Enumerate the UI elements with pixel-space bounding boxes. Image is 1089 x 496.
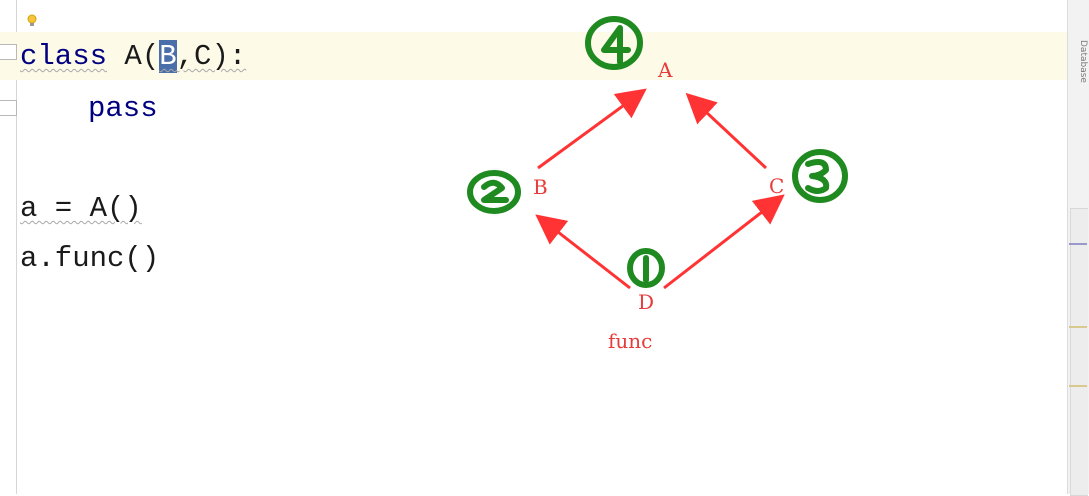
selected-text: B xyxy=(159,40,177,73)
current-line-highlight xyxy=(0,32,1067,80)
scrollbar-marker xyxy=(1069,243,1087,245)
database-tab[interactable]: Database xyxy=(1078,40,1088,83)
code-line-2[interactable]: pass xyxy=(88,92,158,126)
scrollbar-marker xyxy=(1069,326,1087,328)
code-line-4[interactable]: a = A() xyxy=(20,192,142,225)
fold-marker-icon[interactable] xyxy=(0,100,17,116)
code-line-5[interactable]: a.func() xyxy=(20,242,159,276)
code-line-1[interactable]: class A(B,C): xyxy=(20,40,246,74)
bases-rest: ,C): xyxy=(176,40,247,73)
keyword-class: class xyxy=(20,40,108,73)
class-name: A( xyxy=(107,40,160,73)
keyword-pass: pass xyxy=(88,92,158,125)
call-text: a.func() xyxy=(20,242,160,275)
code-editor[interactable]: class A(B,C): pass a = A() a.func() xyxy=(0,0,1067,494)
scrollbar-thumb[interactable] xyxy=(1070,208,1088,496)
scrollbar-marker xyxy=(1069,385,1087,387)
fold-marker-icon[interactable] xyxy=(0,44,17,60)
gutter-border xyxy=(16,0,17,494)
lightbulb-icon[interactable] xyxy=(27,14,37,28)
